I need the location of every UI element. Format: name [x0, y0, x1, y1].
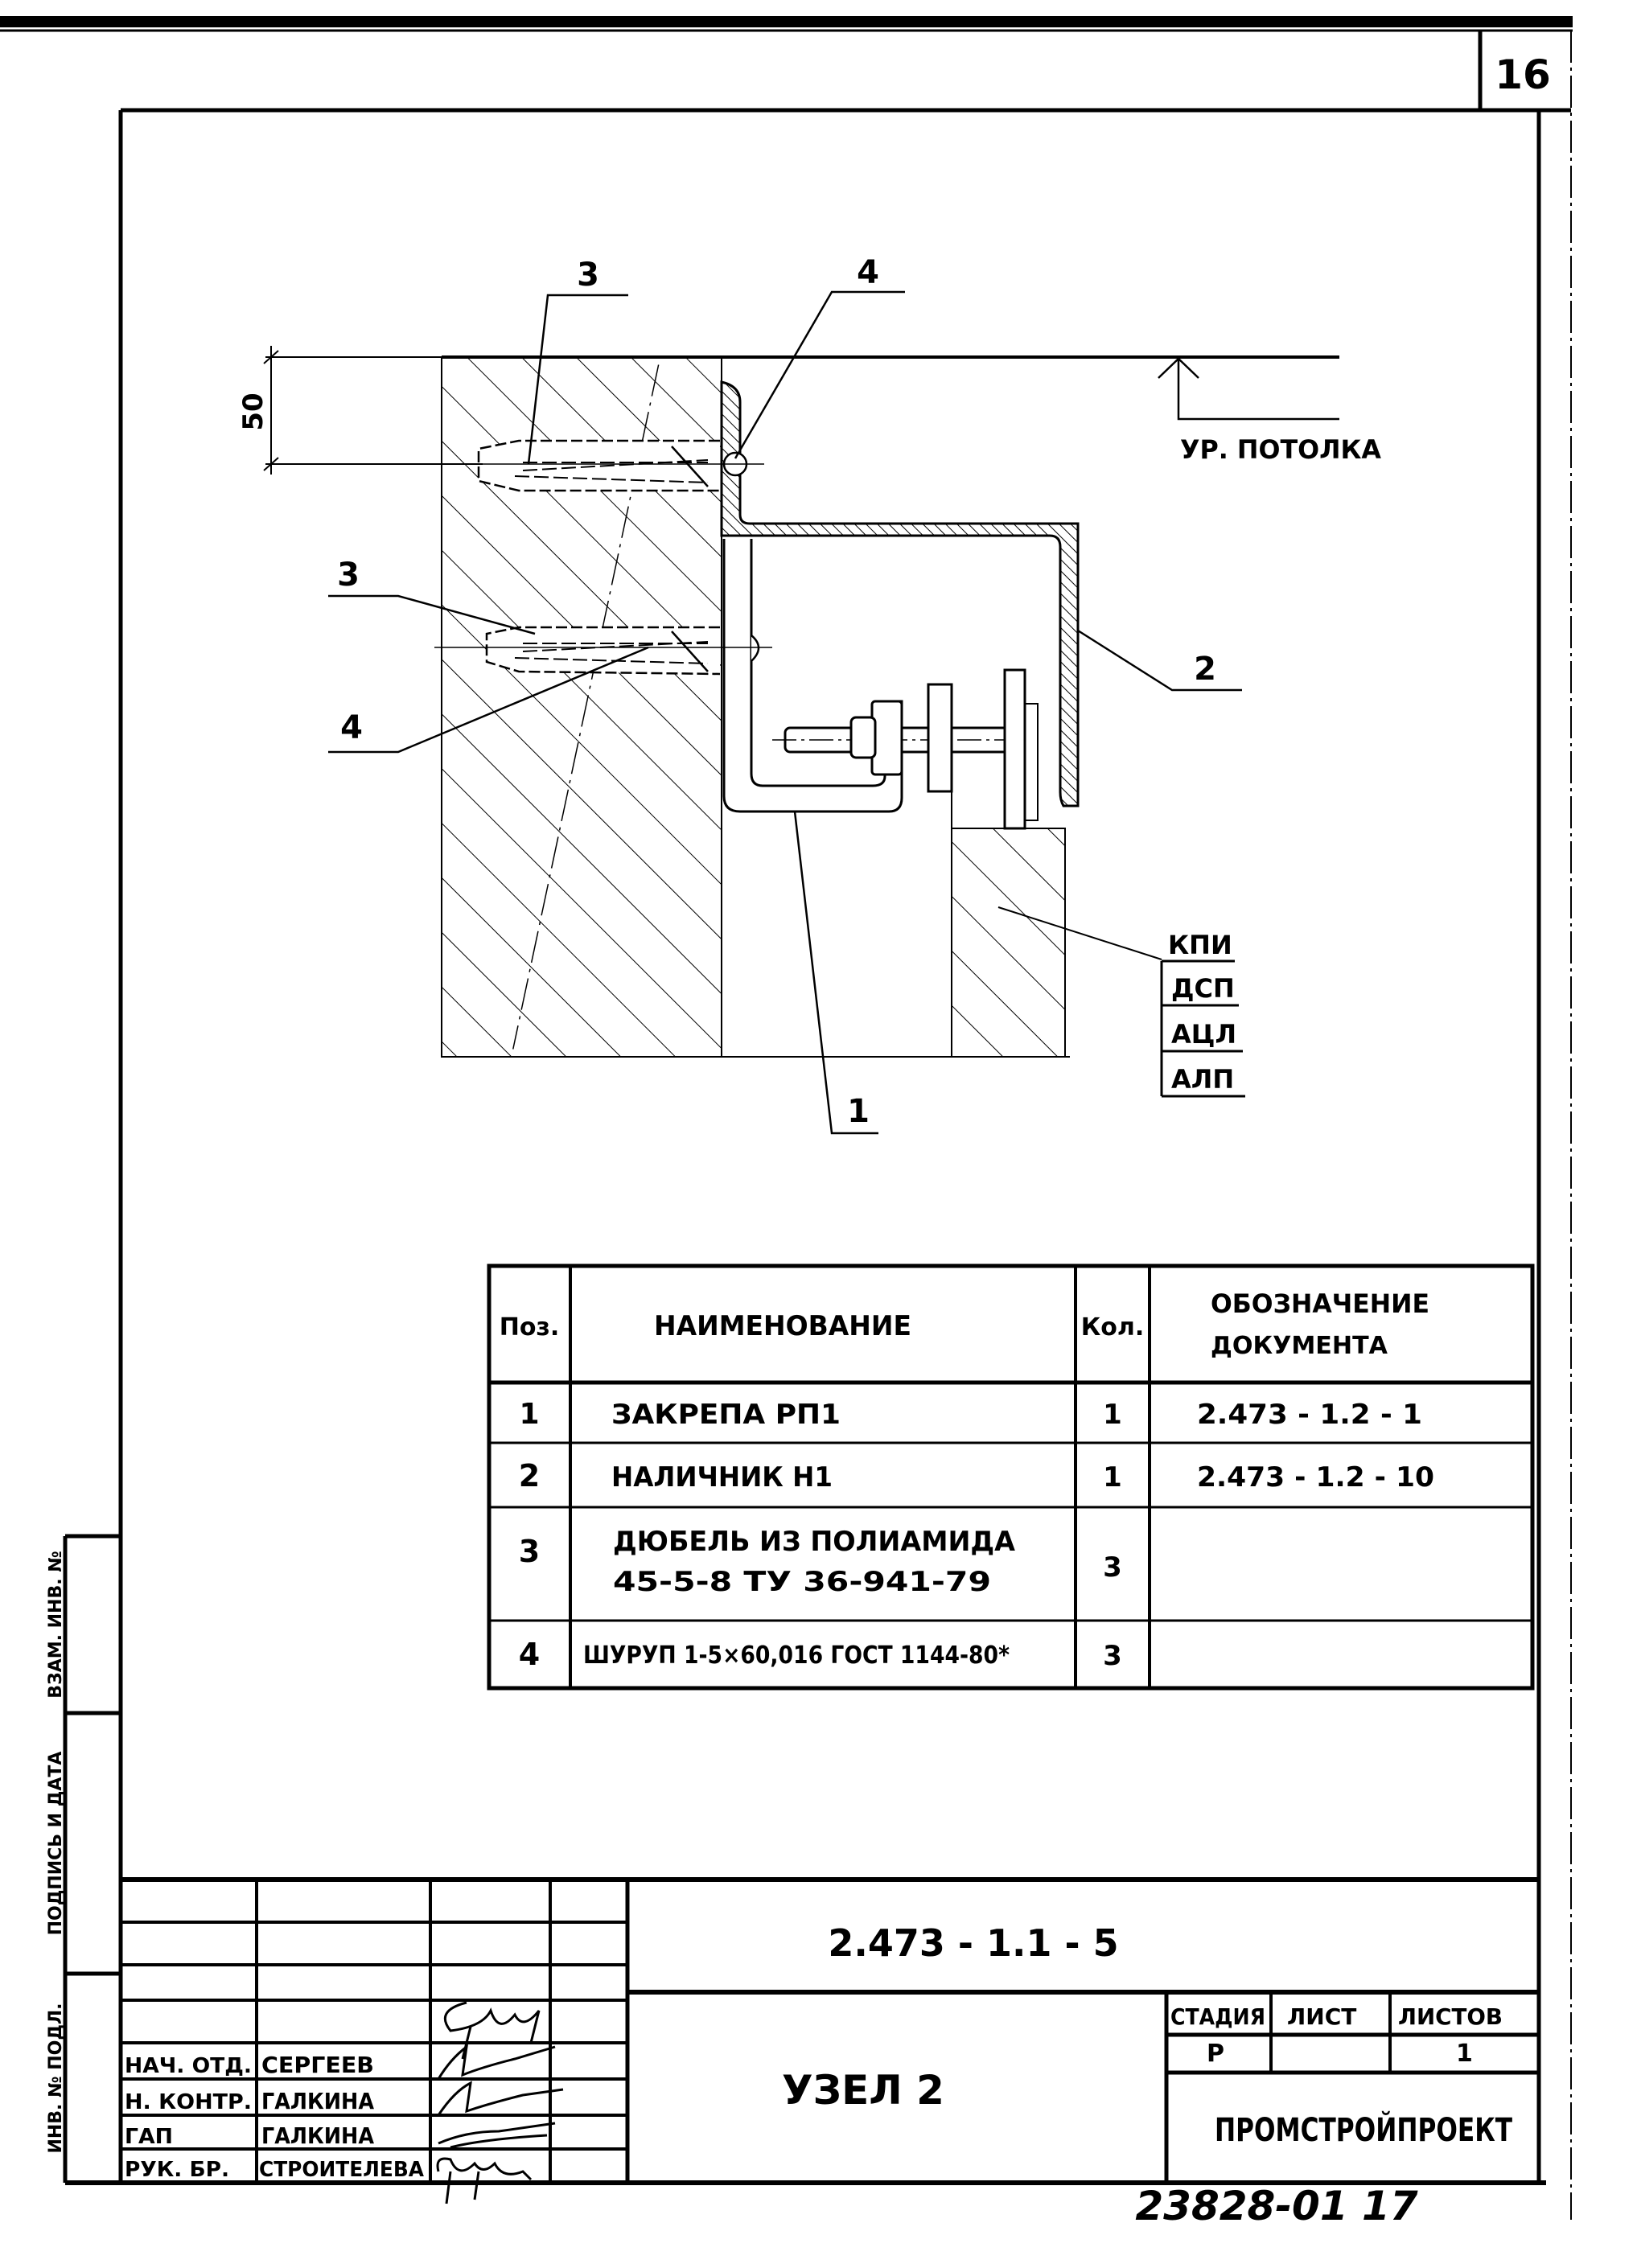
- table-row: 2 НАЛИЧНИК Н1 1 2.473 - 1.2 - 10: [519, 1458, 1434, 1494]
- callout-3-top: 3: [527, 257, 628, 465]
- svg-text:3: 3: [1103, 1551, 1122, 1584]
- svg-text:ДСП: ДСП: [1171, 973, 1235, 1004]
- header-qty: Кол.: [1081, 1313, 1145, 1341]
- ceiling-level-marker: УР. ПОТОЛКА: [1158, 357, 1381, 465]
- svg-text:АЦЛ: АЦЛ: [1171, 1019, 1236, 1050]
- dowel-lower: [434, 626, 772, 676]
- callout-4-bottom: 4: [328, 646, 649, 754]
- sheet-number: 16: [1495, 51, 1551, 98]
- document-code: 2.473 - 1.1 - 5: [828, 1921, 1118, 1965]
- table-row: 1 ЗАКРЕПА РП1 1 2.473 - 1.2 - 1: [519, 1398, 1422, 1431]
- header-name: НАИМЕНОВАНИЕ: [654, 1310, 911, 1342]
- signatory-row: Н. КОНТР. ГАЛКИНА: [125, 2088, 374, 2114]
- trim-profile: [720, 380, 1080, 807]
- handwritten-signatures: [436, 2001, 564, 2204]
- section-drawing: 50 УР. ПОТОЛКА 3 4 3 4 2 1: [237, 254, 1381, 1135]
- svg-text:Н. КОНТР.: Н. КОНТР.: [125, 2090, 252, 2114]
- dimension-50: 50: [237, 346, 483, 475]
- drawing-title: УЗЕЛ 2: [782, 2067, 944, 2114]
- svg-text:3: 3: [337, 557, 360, 594]
- side-strip: ВЗАМ. ИНВ. № ПОДПИСЬ И ДАТА ИНВ. № ПОДЛ.: [46, 1534, 121, 2183]
- svg-text:1: 1: [1456, 2040, 1473, 2068]
- svg-text:ВЗАМ. ИНВ. №: ВЗАМ. ИНВ. №: [46, 1551, 66, 1698]
- svg-text:45-5-8 ТУ 36-941-79: 45-5-8 ТУ 36-941-79: [613, 1566, 991, 1598]
- svg-text:2: 2: [1194, 651, 1216, 688]
- svg-text:4: 4: [519, 1637, 540, 1672]
- archive-number: 23828-01 17: [1135, 2183, 1417, 2229]
- svg-text:1: 1: [1103, 1399, 1122, 1431]
- signatory-row: ГАП ГАЛКИНА: [125, 2122, 374, 2149]
- table-row: 4 ШУРУП 1-5×60,016 ГОСТ 1144-80* 3: [519, 1637, 1122, 1672]
- dowel-upper: [450, 439, 764, 492]
- callout-3-bottom: 3: [328, 557, 536, 635]
- svg-text:ГАЛКИНА: ГАЛКИНА: [261, 2088, 374, 2114]
- svg-text:СТРОИТЕЛЕВА: СТРОИТЕЛЕВА: [259, 2158, 424, 2182]
- panel-section: [951, 828, 1066, 1058]
- svg-text:2.473 - 1.2 - 10: 2.473 - 1.2 - 10: [1197, 1461, 1434, 1494]
- signatory-row: НАЧ. ОТД. СЕРГЕЕВ: [125, 2052, 374, 2078]
- svg-text:ШУРУП 1-5×60,016 ГОСТ 1144-80*: ШУРУП 1-5×60,016 ГОСТ 1144-80*: [583, 1641, 1010, 1670]
- svg-text:2.473 - 1.2 - 1: 2.473 - 1.2 - 1: [1197, 1399, 1422, 1431]
- svg-text:НАЧ. ОТД.: НАЧ. ОТД.: [125, 2054, 252, 2078]
- svg-text:3: 3: [519, 1534, 540, 1569]
- svg-text:4: 4: [340, 709, 363, 746]
- svg-text:ГАП: ГАП: [125, 2125, 173, 2149]
- title-block: 2.473 - 1.1 - 5 УЗЕЛ 2 СТАДИЯ ЛИСТ ЛИСТО…: [121, 1877, 1539, 2204]
- header-doc-2: ДОКУМЕНТА: [1211, 1332, 1388, 1360]
- specification-table: Поз. НАИМЕНОВАНИЕ Кол. ОБОЗНАЧЕНИЕ ДОКУМ…: [487, 1263, 1535, 1691]
- callout-1: 1: [793, 811, 878, 1135]
- svg-text:РУК. БР.: РУК. БР.: [125, 2158, 229, 2182]
- svg-text:50: 50: [237, 392, 269, 430]
- svg-text:ИНВ. № ПОДЛ.: ИНВ. № ПОДЛ.: [46, 2003, 66, 2153]
- callout-2: 2: [1077, 629, 1242, 692]
- svg-text:2: 2: [519, 1458, 540, 1494]
- svg-text:ЗАКРЕПА РП1: ЗАКРЕПА РП1: [611, 1399, 841, 1431]
- svg-text:СЕРГЕЕВ: СЕРГЕЕВ: [261, 2052, 374, 2078]
- header-doc-1: ОБОЗНАЧЕНИЕ: [1211, 1288, 1429, 1319]
- svg-text:СТАДИЯ: СТАДИЯ: [1170, 2003, 1265, 2030]
- svg-text:ПОДПИСЬ И ДАТА: ПОДПИСЬ И ДАТА: [46, 1752, 66, 1936]
- svg-text:1: 1: [1103, 1461, 1122, 1494]
- svg-text:ГАЛКИНА: ГАЛКИНА: [261, 2122, 374, 2149]
- svg-text:Р: Р: [1207, 2040, 1224, 2068]
- svg-text:ЛИСТОВ: ЛИСТОВ: [1398, 2003, 1503, 2030]
- svg-text:КПИ: КПИ: [1168, 930, 1232, 960]
- svg-text:НАЛИЧНИК Н1: НАЛИЧНИК Н1: [611, 1461, 833, 1494]
- organization-name: ПРОМСТРОЙПРОЕКТ: [1215, 2110, 1513, 2149]
- svg-text:3: 3: [577, 257, 599, 294]
- svg-text:ЛИСТ: ЛИСТ: [1287, 2003, 1356, 2030]
- header-pos: Поз.: [500, 1313, 560, 1341]
- sheet-frame: [0, 16, 1573, 2220]
- svg-text:ДЮБЕЛЬ ИЗ ПОЛИАМИДА: ДЮБЕЛЬ ИЗ ПОЛИАМИДА: [613, 1526, 1016, 1558]
- svg-text:3: 3: [1103, 1640, 1122, 1672]
- signatory-row: РУК. БР. СТРОИТЕЛЕВА: [125, 2158, 424, 2182]
- table-row: 3 ДЮБЕЛЬ ИЗ ПОЛИАМИДА 45-5-8 ТУ 36-941-7…: [519, 1526, 1122, 1598]
- svg-text:1: 1: [519, 1398, 539, 1431]
- svg-text:УР. ПОТОЛКА: УР. ПОТОЛКА: [1180, 434, 1381, 465]
- svg-text:АЛП: АЛП: [1171, 1064, 1234, 1095]
- callout-4-top: 4: [734, 254, 905, 459]
- svg-text:4: 4: [857, 254, 879, 291]
- material-callout: КПИ ДСП АЦЛ АЛП: [997, 906, 1245, 1098]
- svg-text:1: 1: [847, 1093, 870, 1130]
